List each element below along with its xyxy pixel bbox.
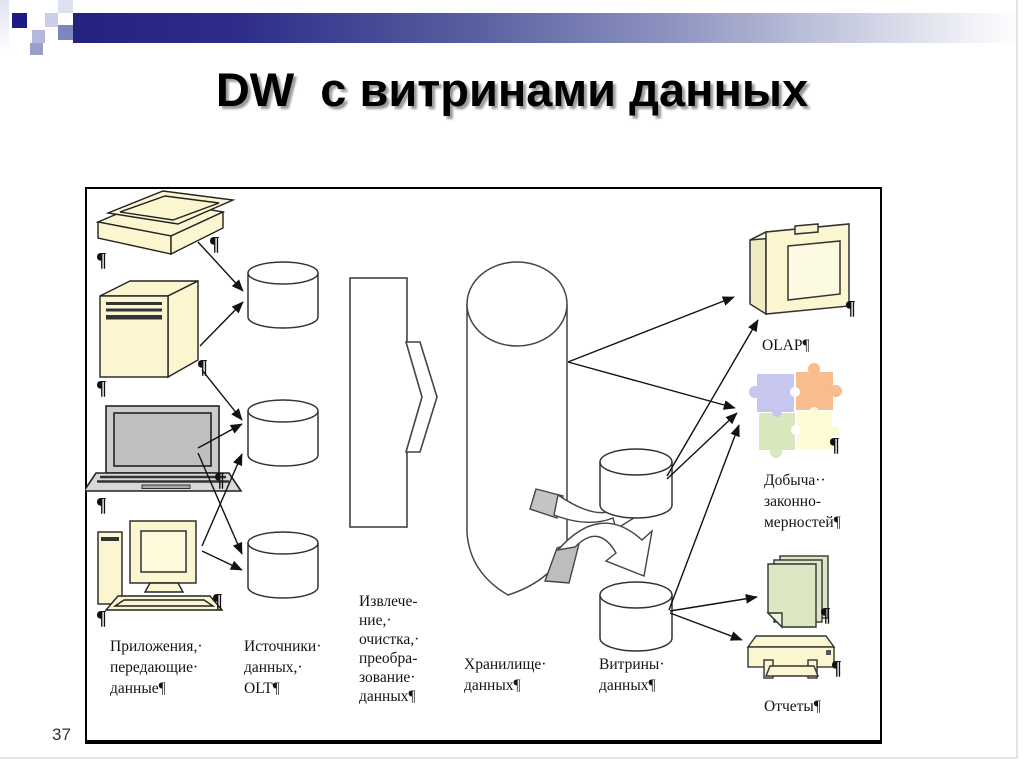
olap-monitor-icon	[749, 223, 850, 316]
connector-arrows	[197, 241, 759, 641]
header-left-strip	[0, 0, 9, 52]
label-line: зование·	[359, 669, 416, 686]
pilcrow-mark: ¶	[96, 607, 107, 629]
label-mining: Добыча·· законно- мерностей¶	[764, 470, 841, 533]
label-line: Хранилище·	[464, 656, 547, 673]
label-line: законно-	[764, 493, 821, 510]
etl-arrow-icon	[349, 277, 438, 528]
deco-square-medium2	[30, 43, 43, 55]
label-marts: Витрины· данных¶	[599, 654, 665, 696]
label-line: данных¶	[359, 688, 416, 705]
label-line: Извлече-	[359, 593, 418, 610]
label-line: мерностей¶	[764, 514, 841, 531]
curved-flow-arrow-icon	[544, 522, 654, 584]
deco-square-dark	[12, 13, 27, 28]
data-mart-cylinder-icon	[599, 581, 673, 652]
pilcrow-mark: ¶	[845, 297, 856, 319]
label-line: ние,·	[359, 612, 392, 629]
label-line: данных¶	[599, 677, 656, 694]
desktop-computer-icon	[97, 520, 224, 611]
pilcrow-mark: ¶	[212, 590, 223, 612]
label-line: очистка,·	[359, 631, 420, 648]
pilcrow-mark: ¶	[197, 356, 208, 378]
label-etl: Извлече- ние,· очистка,· преобра- зовани…	[359, 592, 419, 706]
label-line: данные¶	[110, 680, 166, 697]
server-icon	[99, 279, 199, 379]
deco-square-pale	[58, 0, 73, 13]
label-applications: Приложения,· передающие· данные¶	[110, 636, 202, 699]
label-line: Отчеты¶	[764, 698, 821, 715]
label-line: Витрины·	[599, 656, 665, 673]
pilcrow-mark: ¶	[209, 233, 220, 255]
pilcrow-mark: ¶	[820, 604, 831, 626]
deco-square-medium-light	[32, 30, 45, 43]
scanner-icon	[95, 190, 236, 256]
label-sources: Источники· данных,· OLT¶	[244, 636, 321, 699]
label-line: данных¶	[464, 677, 521, 694]
pilcrow-mark: ¶	[829, 434, 840, 456]
pilcrow-mark: ¶	[96, 377, 107, 399]
label-olap: OLAP¶	[762, 335, 810, 356]
deco-square-medium	[58, 25, 73, 40]
database-cylinder-icon	[247, 399, 319, 467]
page-title: DW с витринами данных	[215, 63, 809, 116]
label-reports: Отчеты¶	[764, 696, 821, 717]
printer-icon	[746, 635, 836, 679]
pilcrow-mark: ¶	[214, 469, 225, 491]
slide-edge-bottom	[0, 757, 1018, 759]
label-line: передающие·	[110, 659, 199, 676]
label-line: OLAP¶	[762, 337, 810, 354]
database-cylinder-icon	[247, 531, 319, 599]
pilcrow-mark: ¶	[96, 494, 107, 516]
puzzle-mining-icon	[749, 363, 842, 458]
warehouse-cylinder-icon	[466, 261, 568, 596]
label-line: Приложения,·	[110, 638, 203, 655]
database-cylinder-icon	[247, 261, 319, 329]
label-line: Добыча··	[764, 472, 826, 489]
laptop-icon	[85, 405, 243, 492]
label-line: преобра-	[359, 650, 418, 667]
deco-square-light	[45, 13, 58, 27]
pilcrow-mark: ¶	[831, 657, 842, 679]
label-line: данных,·	[244, 659, 303, 676]
pilcrow-mark: ¶	[96, 249, 107, 271]
page-number: 37	[52, 725, 71, 744]
slide-edge-right	[1016, 0, 1018, 759]
documents-icon	[766, 555, 829, 629]
label-line: Источники·	[244, 638, 322, 655]
diagram-canvas	[85, 190, 850, 679]
label-warehouse: Хранилище· данных¶	[464, 654, 546, 696]
header-gradient-bar	[73, 13, 1024, 43]
data-mart-cylinder-icon	[599, 448, 673, 519]
label-line: OLT¶	[244, 680, 280, 697]
